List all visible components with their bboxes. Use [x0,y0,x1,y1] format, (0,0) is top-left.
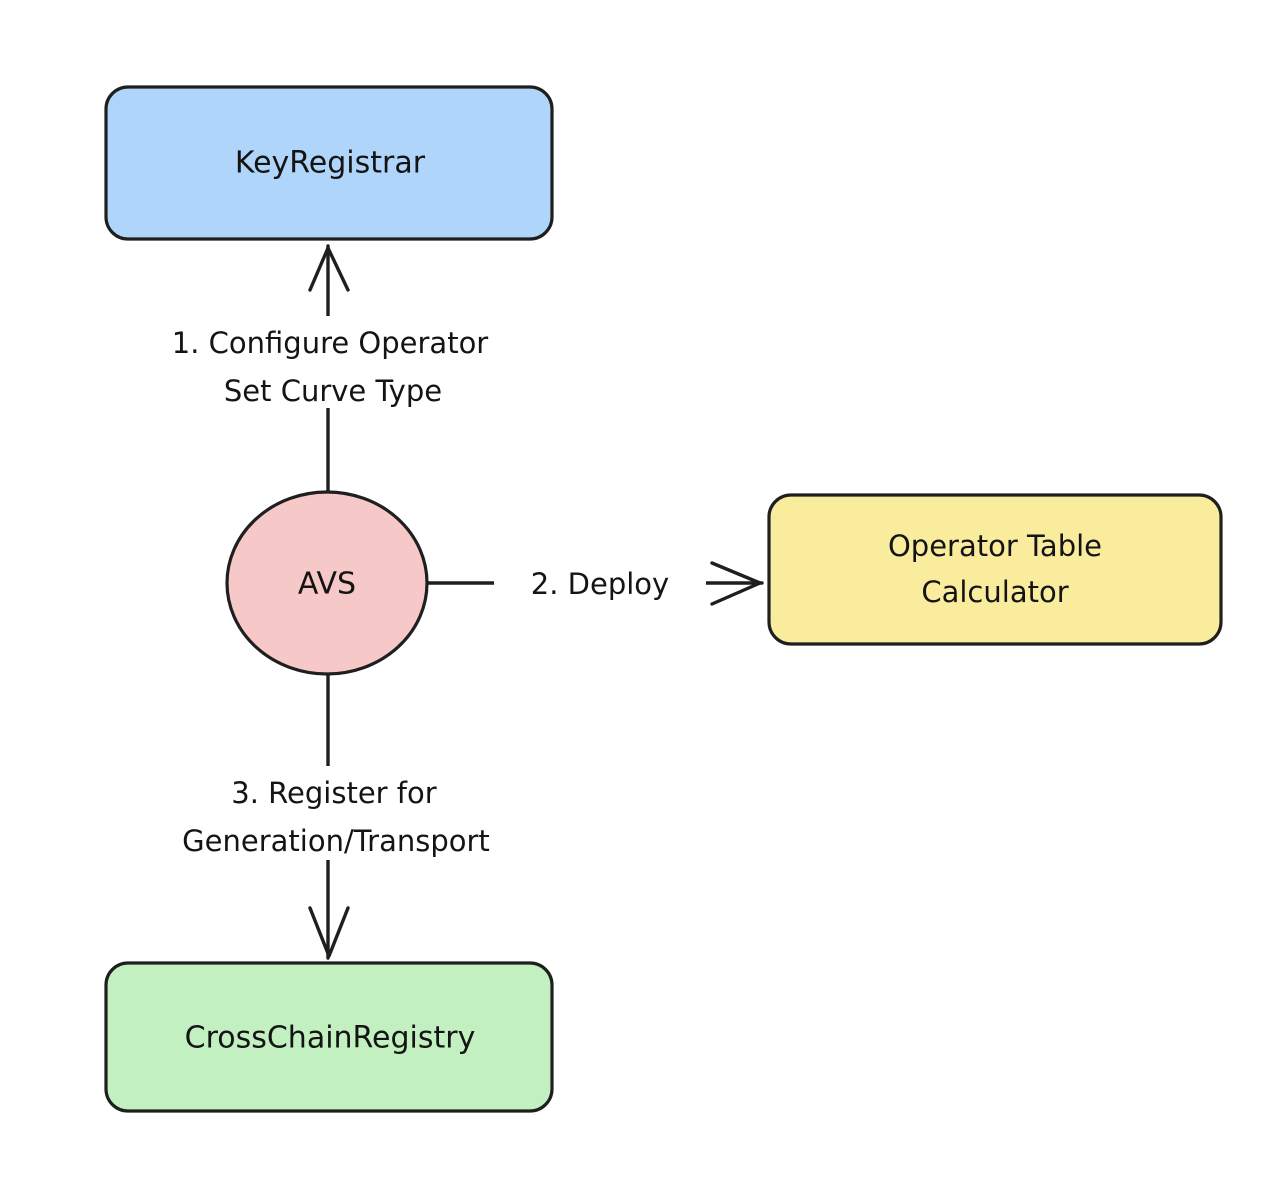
edge-label-1-line-1: 1. Configure Operator [172,326,489,360]
node-avs-shape [225,490,429,676]
edge-label-1-line-2: Set Curve Type [224,374,442,408]
node-operator-table-calculator-shape [767,493,1223,646]
edge-label-3-line-2: Generation/Transport [182,824,490,858]
edge-label-3-backdrop [110,766,560,860]
edge-label-1-backdrop [110,316,550,408]
node-cross-chain-registry[interactable]: CrossChainRegistry [104,961,554,1113]
node-operator-table-calculator[interactable]: Operator Table Calculator [767,493,1223,646]
edge-label-3-line-1: 3. Register for [231,776,436,810]
arrowhead-down-icon [308,906,350,958]
edge-avs-to-operator-table-calculator[interactable]: 2. Deploy [426,558,764,610]
arrowhead-up-icon [308,246,350,292]
node-key-registrar-label: KeyRegistrar [235,146,426,181]
arrowhead-right-icon [710,561,762,606]
node-operator-table-calculator-label-line-1: Operator Table [888,529,1102,563]
node-cross-chain-registry-shape [104,961,554,1113]
node-avs-label: AVS [298,567,356,602]
node-operator-table-calculator-label-line-2: Calculator [921,575,1068,609]
node-avs[interactable]: AVS [225,490,429,676]
edge-label-2-line-1: 2. Deploy [531,567,669,601]
edge-avs-to-key-registrar[interactable]: 1. Configure Operator Set Curve Type [110,244,550,493]
node-key-registrar-shape [104,85,554,241]
node-key-registrar[interactable]: KeyRegistrar [104,85,554,241]
node-cross-chain-registry-label: CrossChainRegistry [185,1021,476,1056]
edge-label-2-backdrop [494,558,706,610]
edge-avs-to-cross-chain-registry[interactable]: 3. Register for Generation/Transport [110,673,560,960]
